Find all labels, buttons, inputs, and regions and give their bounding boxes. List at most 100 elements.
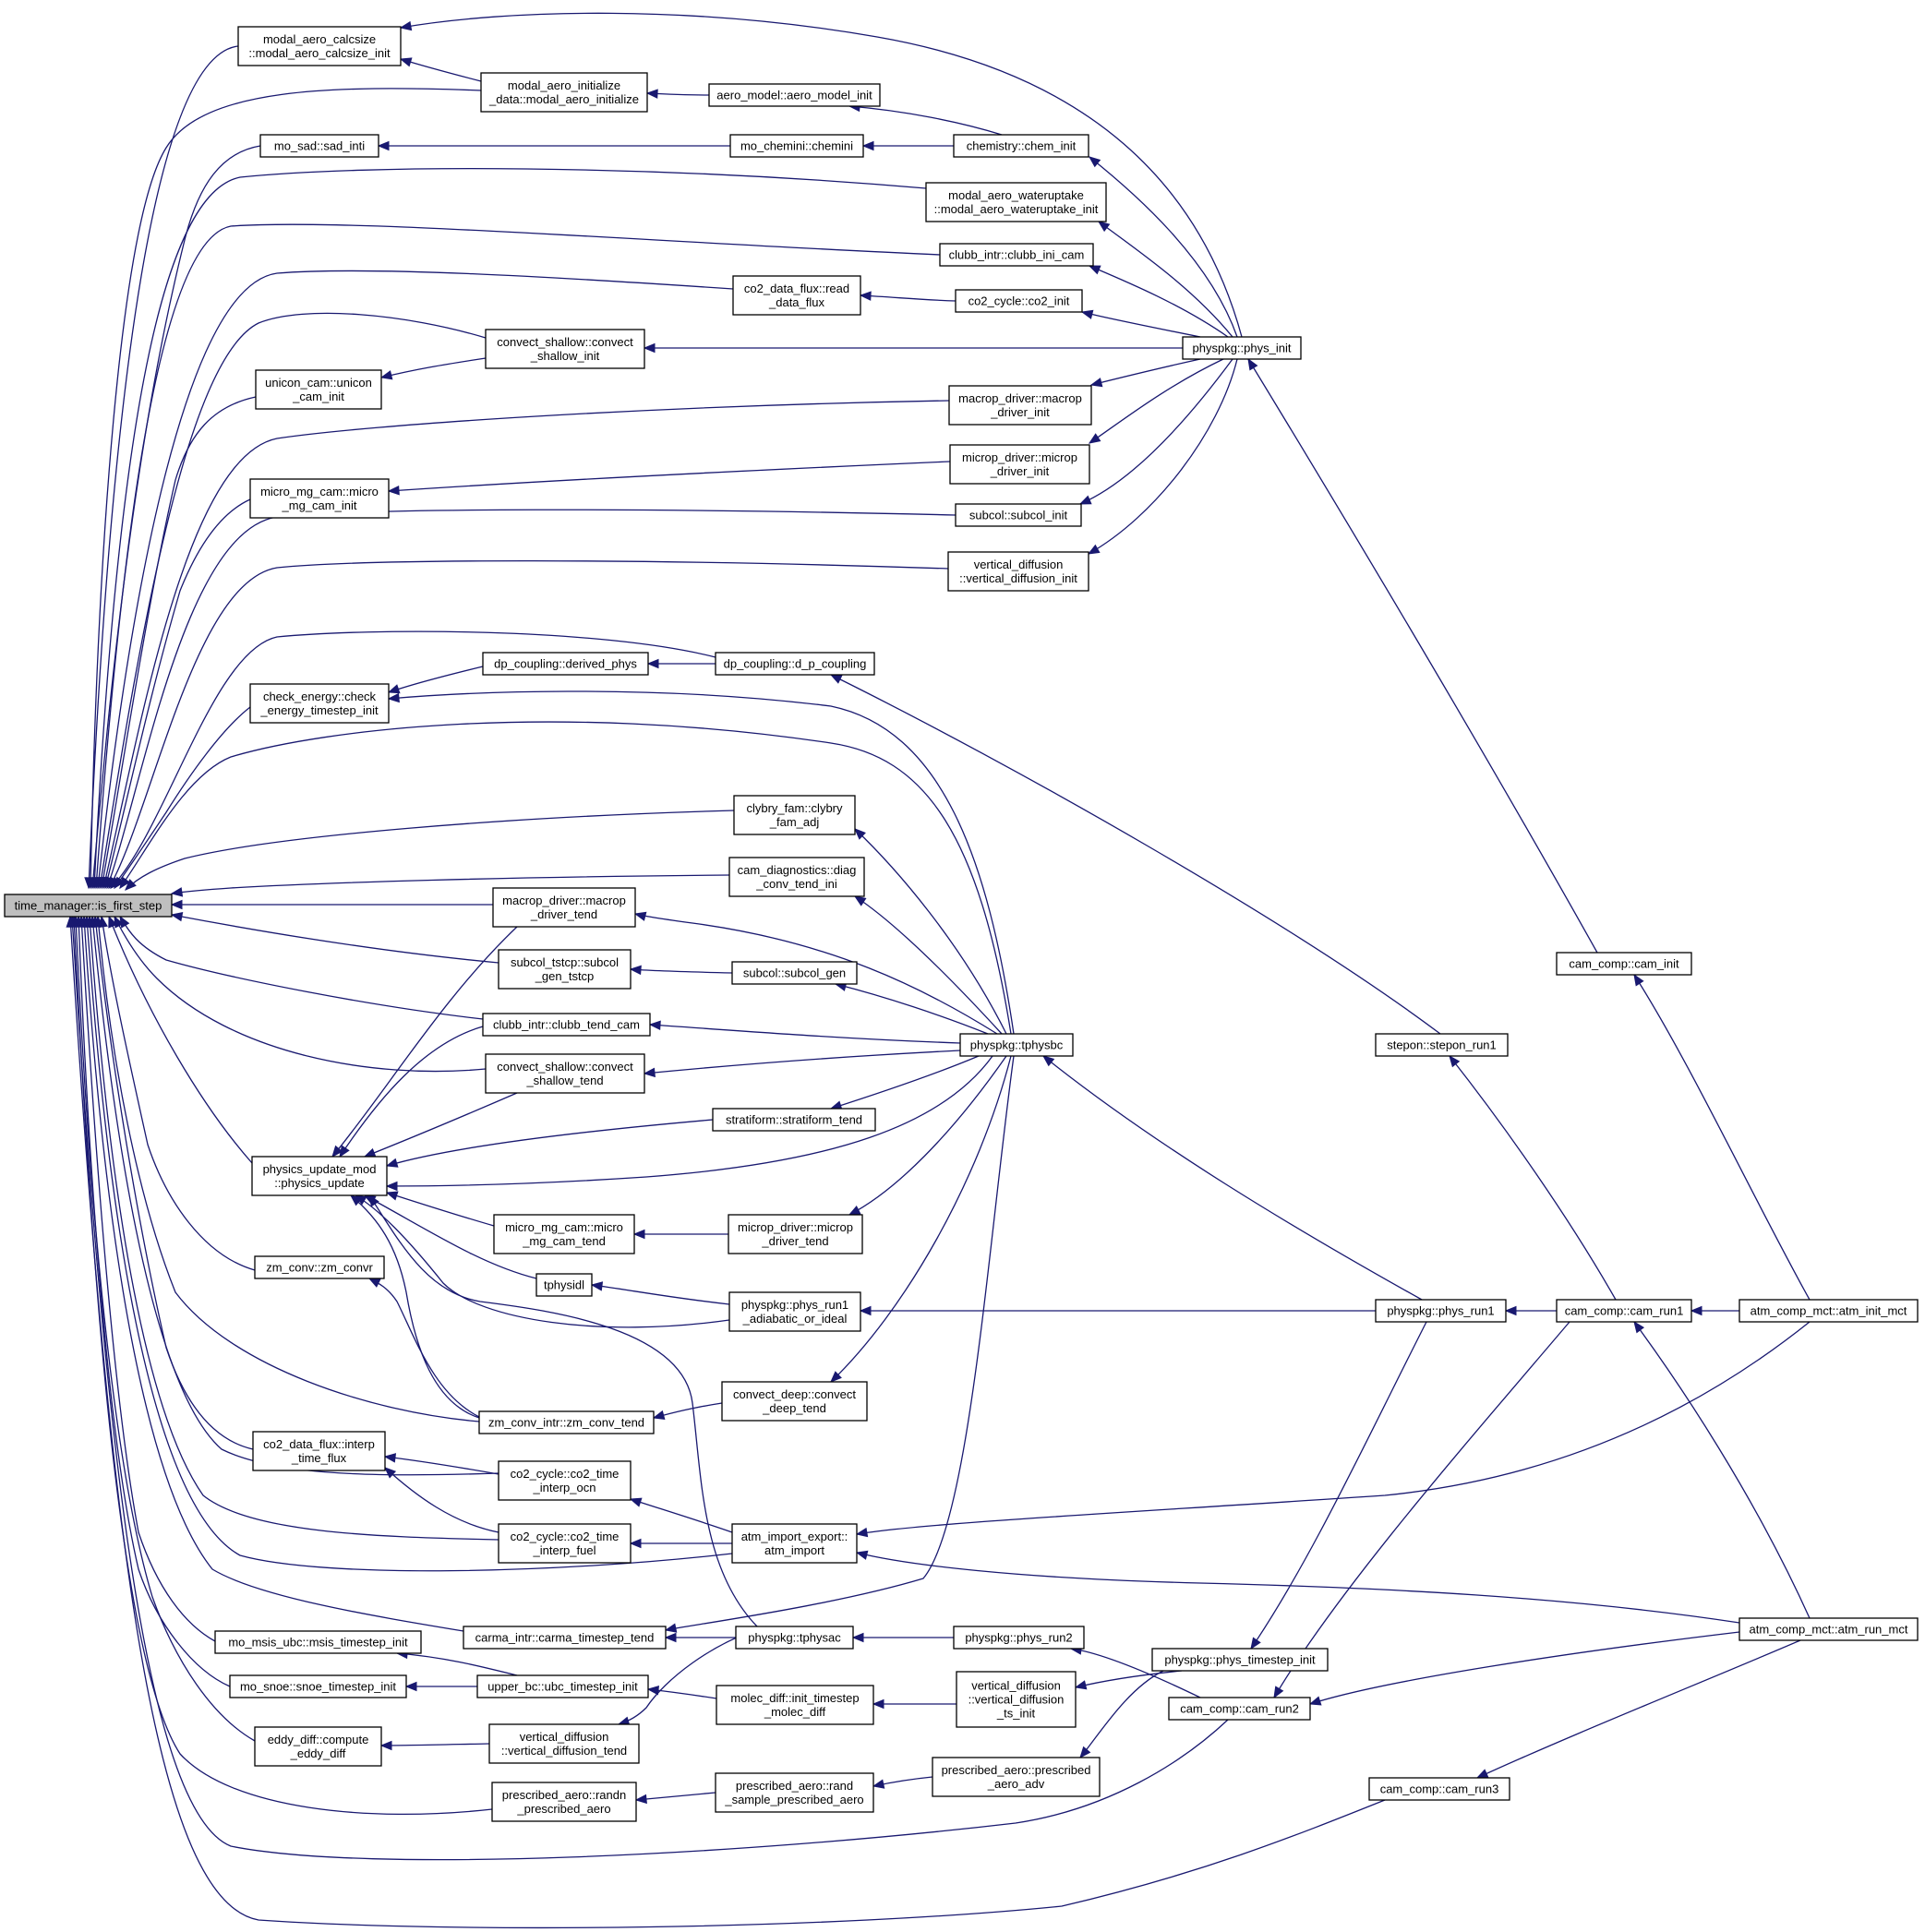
- node-diag-conv-tend-ini[interactable]: cam_diagnostics::diag_conv_tend_ini: [728, 857, 865, 897]
- node-label: ::vertical_diffusion_init: [959, 571, 1077, 585]
- node-label: _data::modal_aero_initialize: [488, 92, 639, 106]
- edge-line: [591, 1284, 730, 1305]
- node-convect-deep-tend[interactable]: convect_deep::convect_deep_tend: [721, 1381, 868, 1422]
- node-ubc-timestep-init[interactable]: upper_bc::ubc_timestep_init: [476, 1674, 649, 1698]
- node-subcol-init[interactable]: subcol::subcol_init: [955, 503, 1082, 527]
- edge-arrowhead: [399, 20, 413, 31]
- node-label: cam_comp::cam_run1: [1565, 1304, 1684, 1318]
- edge-arrowhead: [664, 1623, 678, 1633]
- node-subcol-gen-tstcp[interactable]: subcol_tstcp::subcol_gen_tstcp: [498, 949, 632, 990]
- node-label: physpkg::phys_run1: [1387, 1304, 1494, 1318]
- node-co2-time-interp-ocn[interactable]: co2_cycle::co2_time_interp_ocn: [498, 1460, 632, 1501]
- node-macrop-driver-init[interactable]: macrop_driver::macrop_driver_init: [948, 385, 1092, 426]
- node-label: prescribed_aero::randn: [502, 1788, 626, 1802]
- node-box: [254, 1726, 382, 1767]
- node-modal-aero-wateruptake-init[interactable]: modal_aero_wateruptake::modal_aero_water…: [925, 182, 1107, 222]
- edge-line: [1633, 974, 1811, 1301]
- node-randn-prescribed-aero[interactable]: prescribed_aero::randn_prescribed_aero: [491, 1782, 637, 1822]
- node-convect-shallow-tend[interactable]: convect_shallow::convect_shallow_tend: [485, 1053, 645, 1094]
- edge-line: [110, 630, 716, 889]
- node-check-energy-timestep-init[interactable]: check_energy::check_energy_timestep_init: [249, 683, 390, 724]
- node-modal-aero-initialize[interactable]: modal_aero_initialize_data::modal_aero_i…: [480, 72, 648, 113]
- edge-arrowhead: [1633, 973, 1644, 987]
- node-co2-init[interactable]: co2_cycle::co2_init: [955, 289, 1083, 313]
- node-tphysidl[interactable]: tphysidl: [535, 1273, 593, 1297]
- edge-tphysbc-to-carma_timestep_tend: [664, 1055, 1015, 1633]
- node-stratiform-tend[interactable]: stratiform::stratiform_tend: [712, 1108, 876, 1132]
- node-chemini[interactable]: mo_chemini::chemini: [729, 134, 864, 158]
- node-vertical-diffusion-tend[interactable]: vertical_diffusion::vertical_diffusion_t…: [488, 1723, 640, 1764]
- node-convect-shallow-init[interactable]: convect_shallow::convect_shallow_init: [485, 329, 645, 369]
- node-vertical-diffusion-init[interactable]: vertical_diffusion::vertical_diffusion_i…: [947, 551, 1089, 592]
- node-label: _driver_tend: [530, 907, 597, 921]
- node-box: [482, 652, 649, 676]
- edge-co2_time_interp_fuel-to-interp_time_flux: [384, 1467, 499, 1533]
- node-physics-update[interactable]: physics_update_mod::physics_update: [251, 1156, 388, 1196]
- node-cam-run3[interactable]: cam_comp::cam_run3: [1368, 1777, 1510, 1801]
- node-microp-driver-init[interactable]: microp_driver::microp_driver_init: [949, 444, 1090, 485]
- node-cam-run1[interactable]: cam_comp::cam_run1: [1556, 1299, 1692, 1323]
- node-tphysac[interactable]: physpkg::tphysac: [735, 1626, 854, 1650]
- node-label: cam_diagnostics::diag: [738, 863, 857, 877]
- node-rand-sample-prescribed-aero[interactable]: prescribed_aero::rand_sample_prescribed_…: [715, 1772, 874, 1813]
- node-atm-run-mct[interactable]: atm_comp_mct::atm_run_mct: [1739, 1617, 1919, 1641]
- node-microp-driver-tend[interactable]: microp_driver::microp_driver_tend: [728, 1214, 863, 1254]
- node-msis-timestep-init[interactable]: mo_msis_ubc::msis_timestep_init: [214, 1630, 422, 1654]
- edge-phys_run1-to-phys_run1_adiabatic: [859, 1305, 1376, 1316]
- node-phys-init[interactable]: physpkg::phys_init: [1182, 336, 1302, 360]
- node-label: modal_aero_calcsize: [263, 32, 376, 46]
- node-d-p-coupling[interactable]: dp_coupling::d_p_coupling: [715, 652, 875, 676]
- edge-line: [388, 461, 951, 492]
- edge-arrowhead: [1087, 544, 1101, 555]
- node-snoe-timestep-init[interactable]: mo_snoe::snoe_timestep_init: [229, 1674, 407, 1698]
- edge-microp_driver_init-to-micro_mg_cam_init: [387, 461, 951, 496]
- node-subcol-gen[interactable]: subcol::subcol_gen: [731, 961, 858, 985]
- node-atm-import[interactable]: atm_import_export::atm_import: [731, 1523, 858, 1564]
- edge-prescribed_aero_adv-to-rand_sample_prescribed_aero: [872, 1776, 933, 1789]
- edge-stratiform_tend-to-physics_update: [385, 1119, 714, 1168]
- node-vertical-diffusion-ts-init[interactable]: vertical_diffusion::vertical_diffusion_t…: [956, 1671, 1077, 1728]
- node-phys-run2[interactable]: physpkg::phys_run2: [953, 1626, 1085, 1650]
- node-init-timestep-molec-diff[interactable]: molec_diff::init_timestep_molec_diff: [716, 1685, 874, 1725]
- node-modal-aero-calcsize-init[interactable]: modal_aero_calcsize::modal_aero_calcsize…: [237, 26, 402, 66]
- node-sad-inti[interactable]: mo_sad::sad_inti: [259, 134, 379, 158]
- node-cam-run2[interactable]: cam_comp::cam_run2: [1168, 1697, 1311, 1721]
- node-is-first-step[interactable]: time_manager::is_first_step: [4, 894, 173, 918]
- node-unicon-cam-init[interactable]: unicon_cam::unicon_cam_init: [255, 369, 382, 410]
- node-cam-init[interactable]: cam_comp::cam_init: [1556, 952, 1692, 976]
- node-micro-mg-cam-tend[interactable]: micro_mg_cam::micro_mg_cam_tend: [493, 1214, 635, 1254]
- node-stepon-run1[interactable]: stepon::stepon_run1: [1375, 1033, 1509, 1057]
- node-carma-timestep-tend[interactable]: carma_intr::carma_timestep_tend: [463, 1626, 667, 1650]
- node-chem-init[interactable]: chemistry::chem_init: [953, 134, 1089, 158]
- node-read-data-flux[interactable]: co2_data_flux::read_data_flux: [732, 275, 861, 316]
- edge-line: [630, 1498, 733, 1533]
- node-phys-timestep-init[interactable]: physpkg::phys_timestep_init: [1151, 1648, 1329, 1672]
- edge-line: [95, 223, 941, 889]
- node-compute-eddy-diff[interactable]: eddy_diff::compute_eddy_diff: [254, 1726, 382, 1767]
- node-zm-convr[interactable]: zm_conv::zm_convr: [254, 1255, 385, 1279]
- node-derived-phys[interactable]: dp_coupling::derived_phys: [482, 652, 649, 676]
- node-zm-conv-tend[interactable]: zm_conv_intr::zm_conv_tend: [478, 1410, 655, 1434]
- node-clybry-fam-adj[interactable]: clybry_fam::clybry_fam_adj: [733, 795, 856, 835]
- node-label: co2_data_flux::read: [744, 282, 849, 295]
- node-label: atm_comp_mct::atm_run_mct: [1750, 1623, 1908, 1637]
- node-micro-mg-cam-init[interactable]: micro_mg_cam::micro_mg_cam_init: [249, 478, 390, 519]
- edge-arrowhead: [629, 1497, 643, 1507]
- edge-line: [119, 916, 484, 1020]
- edge-line: [388, 690, 1015, 1035]
- node-tphysbc[interactable]: physpkg::tphysbc: [959, 1033, 1074, 1057]
- node-clubb-ini-cam[interactable]: clubb_intr::clubb_ini_cam: [939, 243, 1094, 267]
- edge-arrowhead: [170, 887, 184, 897]
- node-prescribed-aero-adv[interactable]: prescribed_aero::prescribed_aero_adv: [932, 1757, 1101, 1797]
- node-phys-run1[interactable]: physpkg::phys_run1: [1375, 1299, 1507, 1323]
- node-clubb-tend-cam[interactable]: clubb_intr::clubb_tend_cam: [482, 1013, 651, 1037]
- node-atm-init-mct[interactable]: atm_comp_mct::atm_init_mct: [1739, 1299, 1919, 1323]
- node-macrop-driver-tend[interactable]: macrop_driver::macrop_driver_tend: [492, 887, 636, 928]
- node-co2-time-interp-fuel[interactable]: co2_cycle::co2_time_interp_fuel: [498, 1523, 632, 1564]
- edge-arrowhead: [859, 291, 872, 301]
- node-phys-run1-adiabatic[interactable]: physpkg::phys_run1_adiabatic_or_ideal: [728, 1291, 861, 1332]
- node-aero-model-init[interactable]: aero_model::aero_model_init: [708, 83, 881, 107]
- node-interp-time-flux[interactable]: co2_data_flux::interp_time_flux: [252, 1431, 386, 1471]
- node-box: [728, 857, 865, 897]
- edge-tphysbc-to-diag_conv_tend_ini: [853, 895, 1003, 1035]
